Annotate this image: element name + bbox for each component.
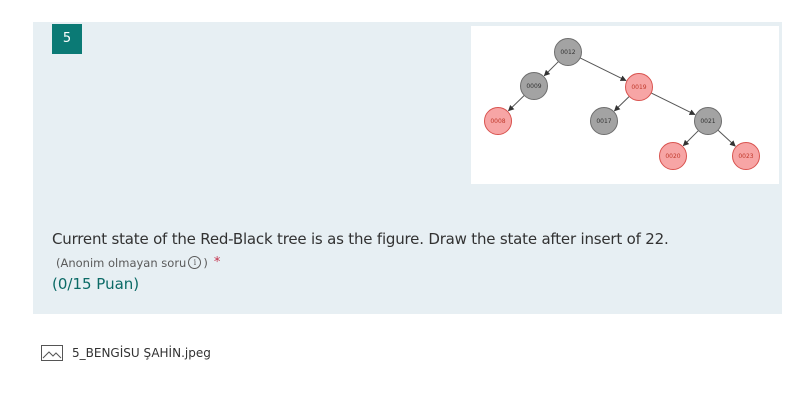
- tree-node-0009: 0009: [520, 72, 548, 100]
- question-meta: (Anonim olmayan soru i ) *: [56, 255, 220, 270]
- tree-node-0023: 0023: [732, 142, 760, 170]
- non-anonymous-label-close: ): [203, 255, 208, 270]
- attachment-link[interactable]: 5_BENGİSU ŞAHİN.jpeg: [41, 345, 211, 361]
- tree-node-circle: [659, 142, 687, 170]
- tree-node-0020: 0020: [659, 142, 687, 170]
- tree-node-circle: [694, 107, 722, 135]
- question-text: Current state of the Red-Black tree is a…: [52, 230, 669, 248]
- question-points: (0/15 Puan): [52, 275, 140, 293]
- tree-node-label: 0021: [700, 118, 715, 125]
- tree-node-label: 0008: [490, 118, 505, 125]
- tree-node-label: 0009: [526, 83, 541, 90]
- tree-edge-n12-n19: [579, 57, 627, 82]
- required-marker: *: [213, 255, 221, 270]
- tree-edge-n21-n23: [717, 129, 736, 147]
- question-card: 5 0012 0009 0019 0008 0017 0021 0020 0023 Curre…: [33, 22, 782, 314]
- tree-node-circle: [625, 73, 653, 101]
- red-black-tree-figure: 0012 0009 0019 0008 0017 0021 0020 0023: [484, 38, 760, 170]
- image-icon: [41, 345, 63, 361]
- info-icon[interactable]: i: [188, 256, 202, 269]
- tree-node-0021: 0021: [694, 107, 722, 135]
- question-figure: 0012 0009 0019 0008 0017 0021 0020 0023: [471, 26, 779, 184]
- tree-node-circle: [520, 72, 548, 100]
- tree-node-0019: 0019: [625, 73, 653, 101]
- tree-node-circle: [732, 142, 760, 170]
- tree-edge-n12-n9: [543, 61, 559, 77]
- tree-edge-n19-n17: [613, 96, 630, 112]
- tree-node-label: 0019: [631, 84, 646, 91]
- tree-node-label: 0012: [560, 49, 575, 56]
- tree-node-circle: [590, 107, 618, 135]
- tree-edge-n19-n21: [650, 92, 696, 116]
- tree-node-0017: 0017: [590, 107, 618, 135]
- tree-node-circle: [554, 38, 582, 66]
- tree-edge-n21-n20: [682, 130, 699, 147]
- tree-node-circle: [484, 107, 512, 135]
- tree-node-0008: 0008: [484, 107, 512, 135]
- tree-node-label: 0017: [596, 118, 611, 125]
- tree-node-label: 0020: [665, 153, 680, 160]
- tree-node-label: 0023: [738, 153, 753, 160]
- tree-node-0012: 0012: [554, 38, 582, 66]
- non-anonymous-label: (Anonim olmayan soru: [56, 255, 187, 270]
- tree-edge-n9-n8: [507, 95, 525, 112]
- attachment-filename[interactable]: 5_BENGİSU ŞAHİN.jpeg: [72, 346, 211, 360]
- question-number-badge: 5: [52, 24, 82, 54]
